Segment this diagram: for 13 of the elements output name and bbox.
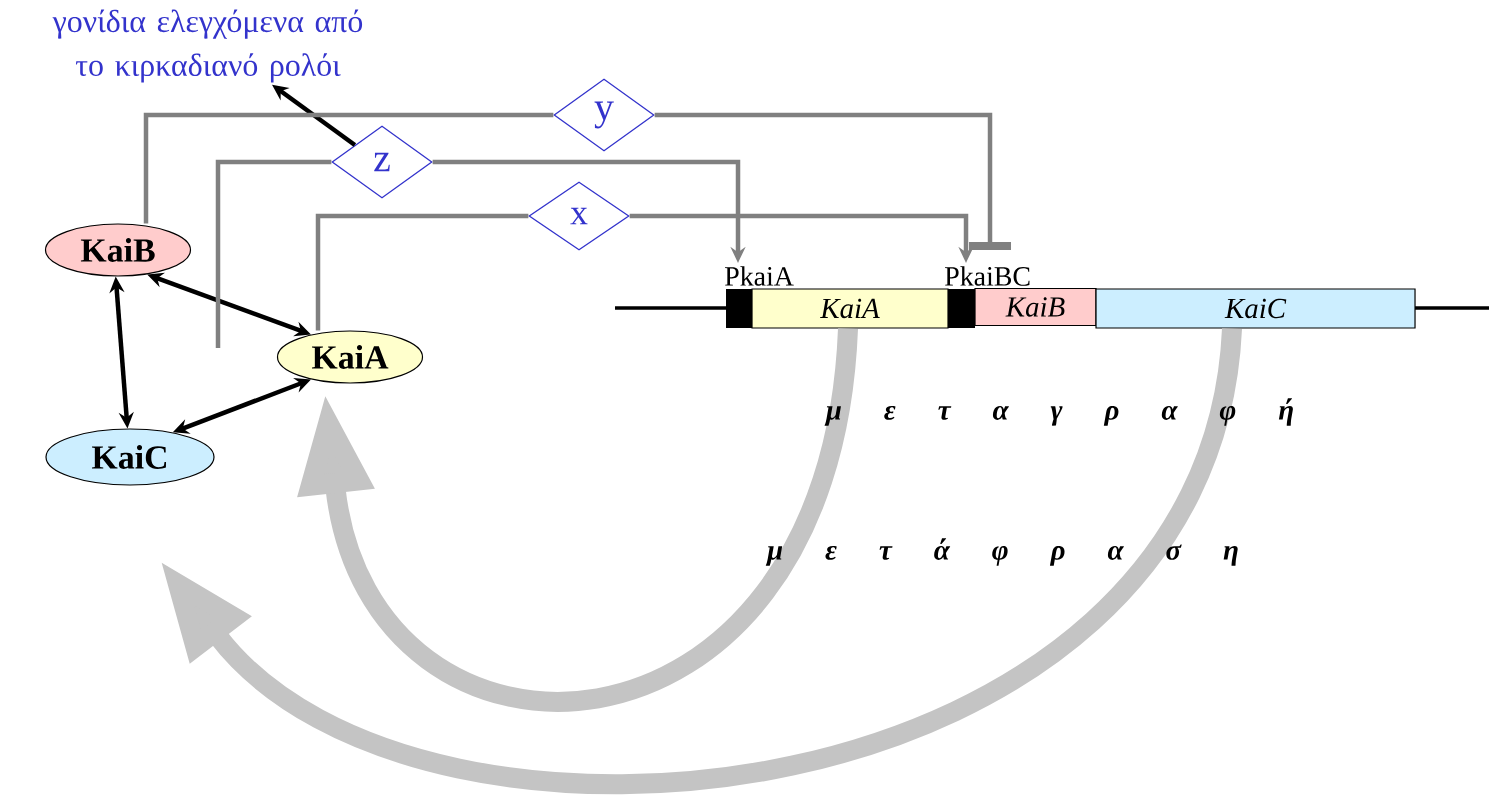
connector-line <box>315 213 529 331</box>
node-label: PkaiBC <box>945 266 1030 286</box>
block-arrow <box>297 327 858 711</box>
gene-box: KaiA <box>751 288 949 329</box>
connector-line <box>143 112 554 224</box>
spaced-word: μ ε τ α γ ρ α φ ή <box>824 398 1293 426</box>
inhibition-line <box>654 112 1011 250</box>
caption-text: γονίδια ελεγχόμενα από το κιρκαδιανό ρολόι <box>52 9 363 83</box>
connector-line <box>215 159 332 348</box>
gene-box: KaiB <box>974 287 1097 327</box>
gene-box: KaiC <box>1095 288 1416 329</box>
node-label: PkaiA <box>725 266 794 286</box>
spaced-word: μ ε τ ά φ ρ α σ η <box>765 538 1238 566</box>
